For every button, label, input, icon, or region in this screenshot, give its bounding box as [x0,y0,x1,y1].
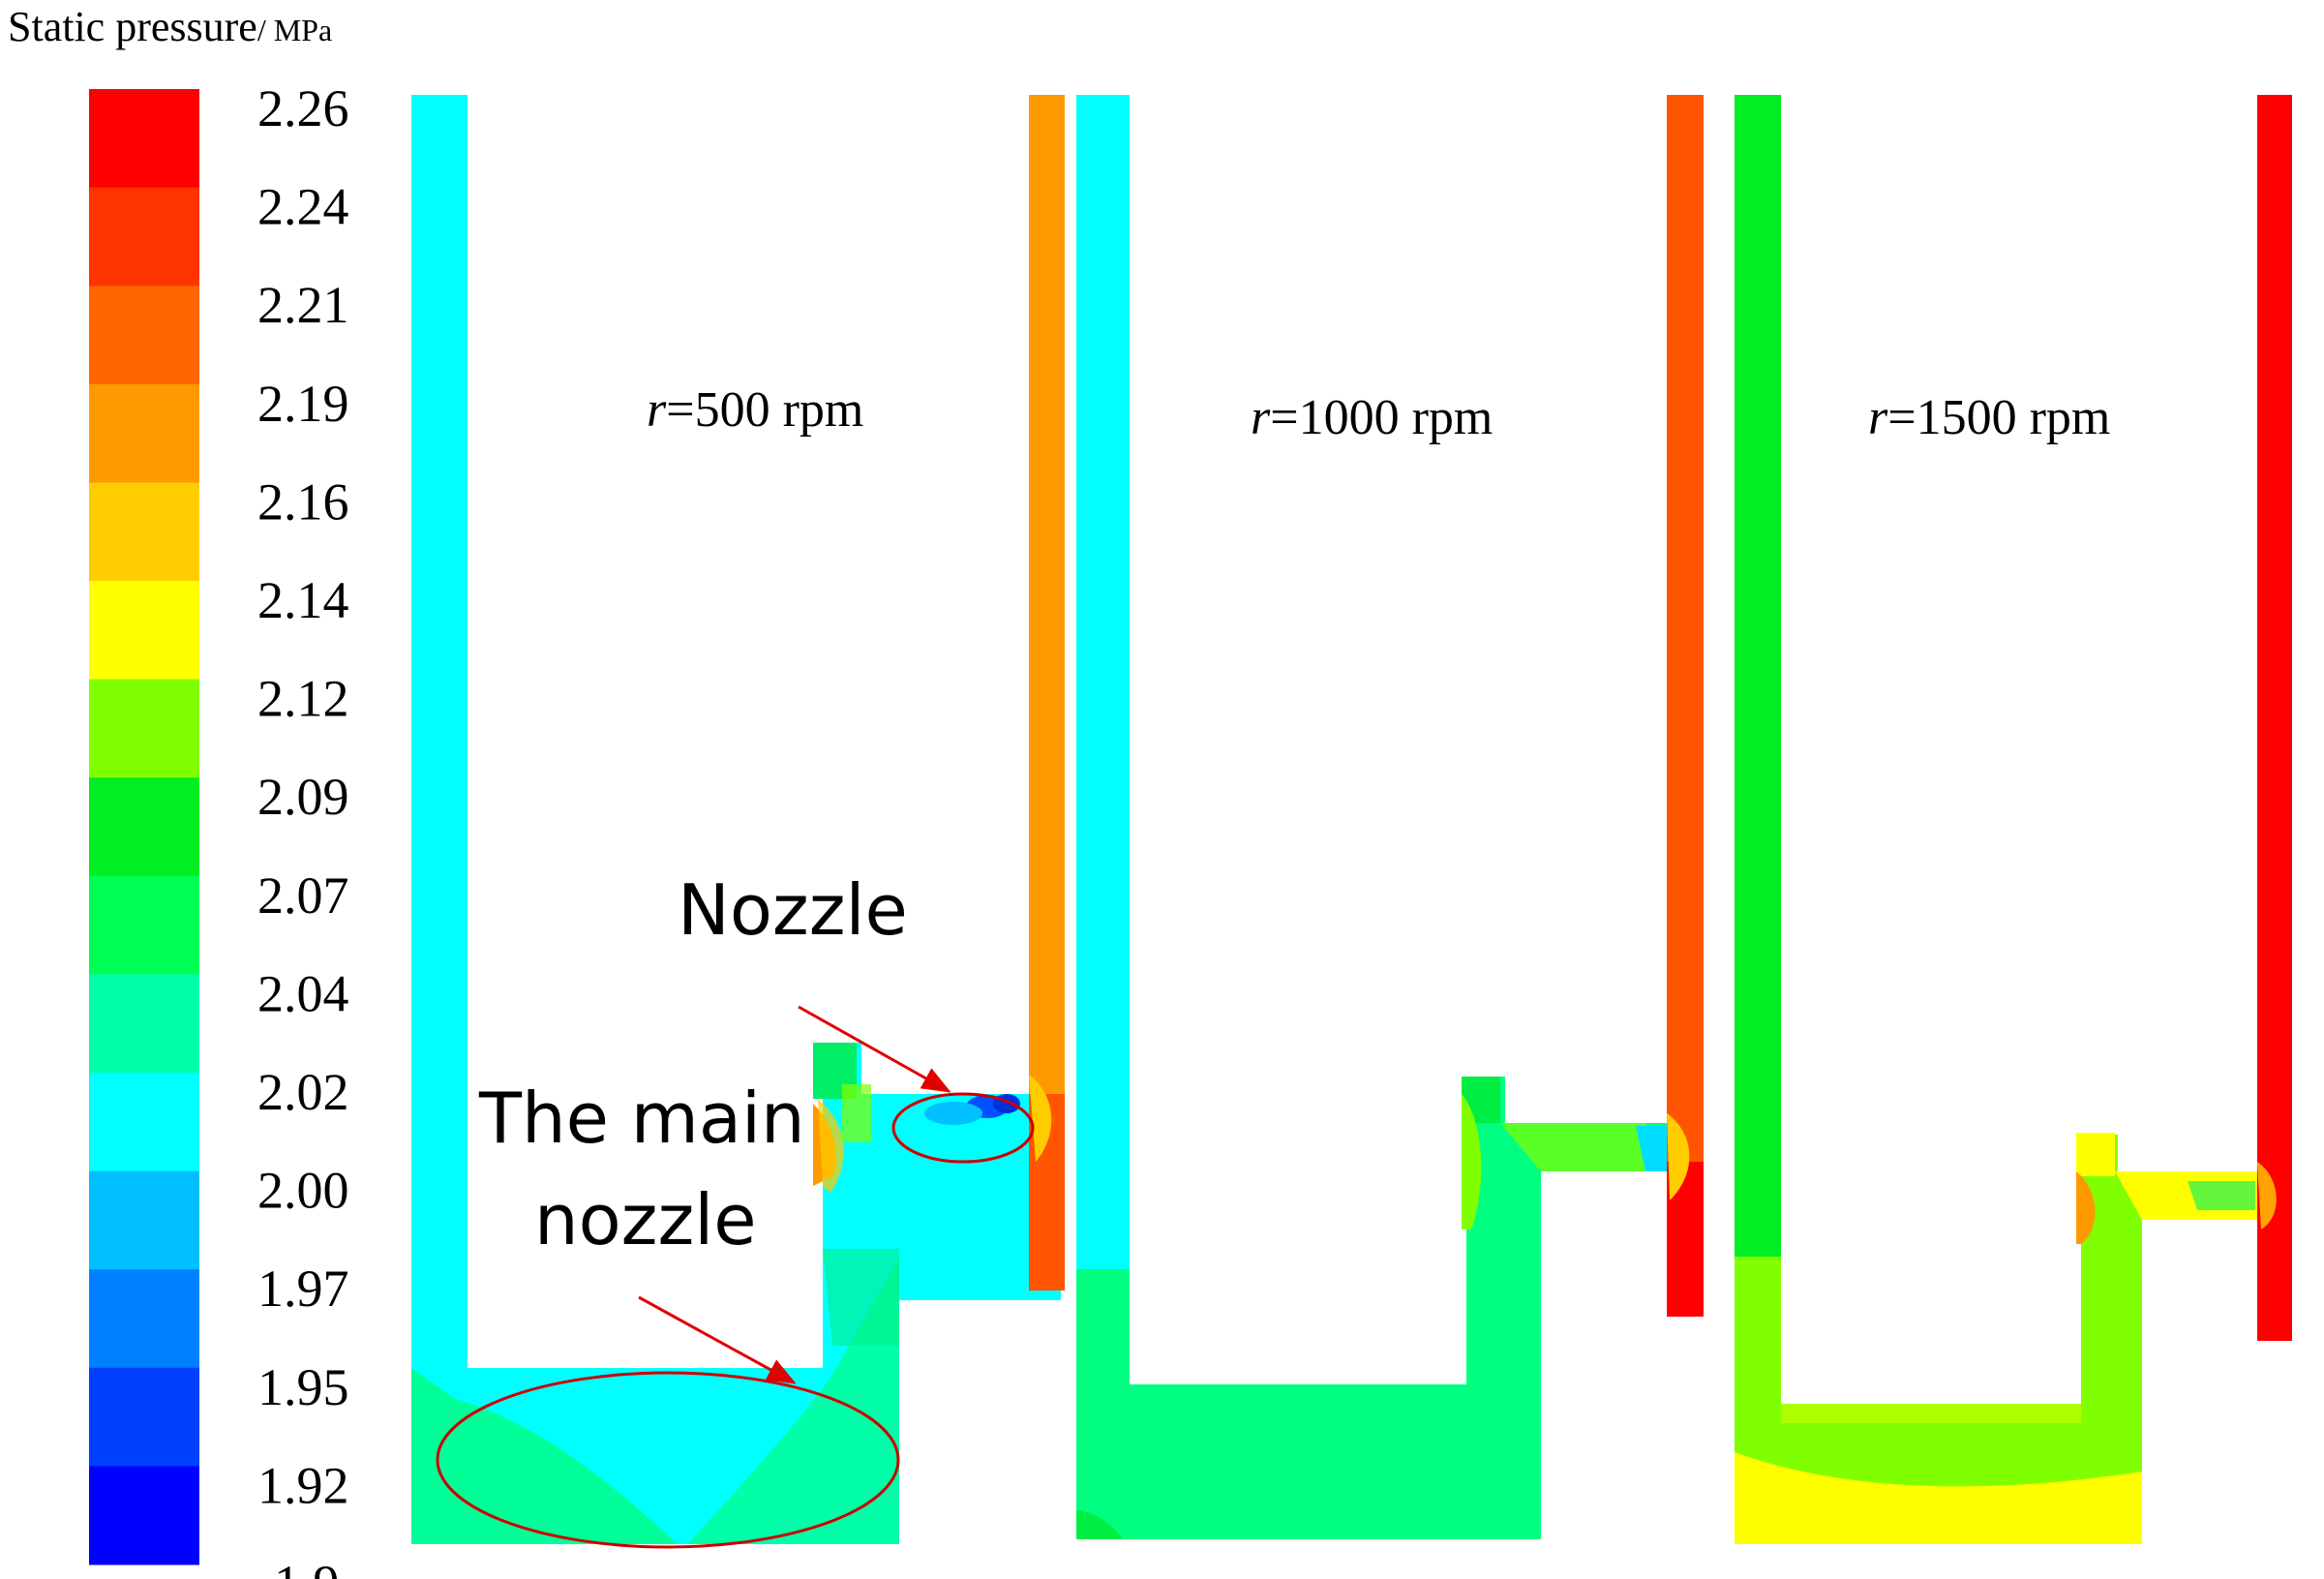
legend-color-bar [89,89,199,1565]
legend-tick-labels: 2.26 2.24 2.21 2.19 2.16 2.14 2.12 2.09 2.07 2.04… [257,79,349,1579]
legend-tick-label: 2.16 [257,472,349,531]
nozzle-highlight-ellipse [891,1092,1035,1164]
panel1-fluid-domain [411,95,1061,1544]
legend-tick-label: 1.92 [257,1456,349,1514]
main-nozzle-arrow [638,1295,797,1384]
legend-swatch [89,383,199,483]
panel1-label: r=500 rpm [647,382,863,438]
legend-swatch [89,187,199,287]
legend-tick-label: 2.19 [257,375,349,433]
panel-1000-rpm [1076,95,1704,1539]
legend-title: Static pressure [8,3,257,50]
legend-swatch [89,875,199,975]
legend-swatch [89,1073,199,1172]
legend-tick-label: 2.21 [257,276,349,334]
legend-swatch [89,1367,199,1467]
main-nozzle-highlight-ellipse [436,1371,900,1549]
legend-tick-label: 2.12 [257,670,349,728]
legend-tick-label: 2.04 [257,964,349,1022]
nozzle-label: Nozzle [678,869,908,951]
legend-tick-label: 1.97 [257,1260,349,1318]
legend-tick-label: 1.95 [257,1358,349,1416]
nozzle-arrow [798,1005,951,1093]
legend-tick-label: 2.26 [257,79,349,137]
legend-tick-label: 2.00 [257,1162,349,1220]
panel-1500-rpm [1735,95,2292,1544]
main-nozzle-label-line2: nozzle [534,1179,757,1260]
legend-unit: / MPa [257,13,332,47]
legend-swatch [89,974,199,1074]
legend-swatch [89,777,199,877]
legend-swatch [89,286,199,385]
panel3-fluid-domain [1735,95,2273,1544]
legend-tick-label: 2.09 [257,768,349,826]
legend-swatch [89,482,199,582]
legend-tick-label: 2.02 [257,1063,349,1121]
panel3-label: r=1500 rpm [1868,390,2110,445]
svg-text:Static pressure/ MPa: Static pressure/ MPa [8,3,332,50]
panel-500-rpm [411,95,1065,1544]
legend-swatch [89,1466,199,1565]
legend-swatch [89,1269,199,1369]
legend-swatch [89,89,199,189]
legend-swatch [89,679,199,778]
panel2-label: r=1000 rpm [1251,390,1493,445]
legend-swatch [89,1170,199,1270]
legend-tick-label: 2.07 [257,866,349,925]
legend-swatch [89,581,199,681]
legend-tick-label: 2.14 [257,571,349,629]
legend-tick-label: 2.24 [257,178,349,236]
main-nozzle-label-line1: The main [478,1078,805,1159]
legend-tick-label: 1.9 [274,1555,340,1579]
panel2-fluid-domain [1076,95,1684,1539]
